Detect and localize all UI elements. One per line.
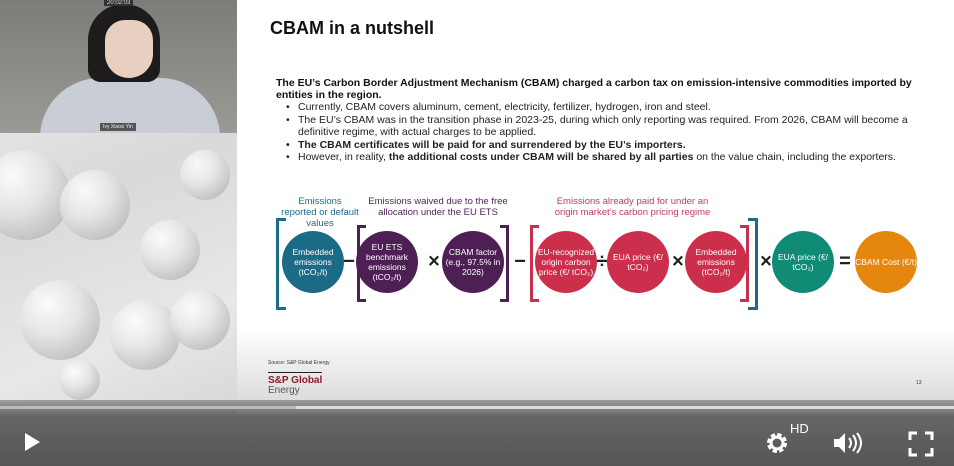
settings-button[interactable] [764,430,790,461]
source-note: Source: S&P Global Energy [268,360,330,366]
formula-operator: = [839,250,851,273]
player-controls [0,400,954,466]
formula-operator: × [760,250,772,273]
formula-operator: − [343,250,355,273]
bracket-teal-right [748,218,758,310]
formula-circle: EUA price (€/ tCO₂) [772,231,834,293]
progress-bar[interactable] [0,406,954,409]
fullscreen-button[interactable] [908,431,934,462]
bracket-red-right [740,225,749,302]
left-panel: 20:02:03 Ivy Xiaoxi Yin [0,0,237,466]
formula-operator: − [514,250,526,273]
formula-circle: EUA price (€/ tCO₂) [607,231,669,293]
caption-purple: Emissions waived due to the free allocat… [368,196,508,218]
logo-energy: Energy [268,385,300,396]
bullet: However, in reality, the additional cost… [286,151,926,164]
progress-fill [0,406,296,409]
formula-operator: × [672,250,684,273]
volume-icon [834,432,862,454]
bracket-purple-right [500,225,509,302]
bullet-text: on the value chain, including the export… [693,151,896,163]
fullscreen-icon [908,431,934,457]
play-icon [25,433,40,451]
formula-operator: × [428,250,440,273]
bracket-teal-left [276,218,286,310]
slide [237,0,954,410]
formula-circle: Embedded emissions (tCO₂/t) [685,231,747,293]
formula-circle: CBAM Cost (€/t) [855,231,917,293]
formula-circle: EU ETS benchmark emissions (tCO₂/t) [356,231,418,293]
slide-intro: The EU’s Carbon Border Adjustment Mechan… [276,77,912,101]
page-number: 13 [916,380,922,386]
formula-circle: CBAM factor (e.g., 97.5% in 2026) [442,231,504,293]
formula-circle: Embedded emissions (tCO₂/t) [282,231,344,293]
formula-circle: EU-recognized origin carbon price (€/ tC… [535,231,597,293]
bullet: The EU’s CBAM was in the transition phas… [286,114,926,139]
bullet: Currently, CBAM covers aluminum, cement,… [286,101,926,114]
webcam-video: 20:02:03 Ivy Xiaoxi Yin [0,0,237,133]
bullet-text: However, in reality, [298,151,389,163]
hd-badge: HD [790,421,809,436]
caption-teal: Emissions reported or default values [281,196,359,229]
gear-icon [767,433,787,453]
logo-sp-global: S&P Global [268,372,323,386]
webcam-timestamp: 20:02:03 [104,0,134,6]
bullet-bold-text: the additional costs under CBAM will be … [388,151,694,163]
webcam-name-tag: Ivy Xiaoxi Yin [100,123,136,131]
bullet-list: Currently, CBAM covers aluminum, cement,… [286,101,926,164]
caption-red: Emissions already paid for under an orig… [554,196,711,218]
play-button[interactable] [22,432,42,457]
volume-button[interactable] [832,430,868,461]
formula-operator: ÷ [596,250,608,273]
bracket-red-left [530,225,539,302]
slide-title: CBAM in a nutshell [270,18,435,38]
bullet: The CBAM certificates will be paid for a… [286,139,926,152]
